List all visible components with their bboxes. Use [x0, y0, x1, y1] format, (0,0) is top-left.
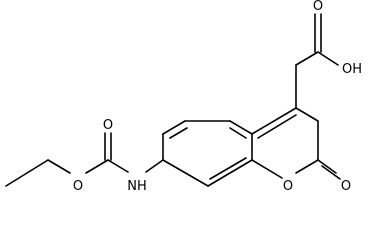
- amine-label: NH: [127, 179, 147, 194]
- bond-c4-c3: [251, 107, 297, 135]
- bond-o1-c8a: [251, 159, 283, 179]
- bond-c8a-c4b: [207, 159, 253, 187]
- atom-labels: OH O O O O O NH: [73, 0, 362, 194]
- bond-c8-c7-double: [229, 127, 247, 139]
- bond-c6-c5-double: [169, 127, 188, 139]
- bond-ch2-cooh: [295, 51, 319, 66]
- bond-c4-c3-double: [257, 114, 297, 139]
- bond-nh-c: [107, 159, 129, 173]
- lactone-carbonyl-oxygen-label: O: [341, 179, 351, 194]
- carbamate-carbonyl-oxygen-label: O: [103, 118, 113, 133]
- bond-c3-c2: [295, 107, 319, 122]
- hydroxyl-label: OH: [342, 62, 362, 77]
- bond-c6-c5: [162, 120, 186, 135]
- bond-lactone-co: [317, 159, 337, 174]
- ring-oxygen-label: O: [283, 179, 293, 194]
- bond-c8-c7: [229, 120, 253, 135]
- bond-ch2-ch3: [5, 159, 49, 187]
- bond-c4a-c8a: [162, 159, 209, 187]
- bond-cooh-oh: [317, 51, 339, 66]
- bond-lines: [5, 13, 341, 187]
- bond-oester-ch2: [47, 159, 71, 174]
- acid-carbonyl-oxygen-label: O: [313, 0, 323, 14]
- chemical-structure: OH O O O O O NH: [5, 0, 362, 194]
- bond-c8a-c4b-double: [209, 157, 247, 180]
- ester-oxygen-label: O: [73, 179, 83, 194]
- bond-c7-nh: [145, 159, 164, 173]
- bond-c1-o1: [295, 159, 319, 174]
- bond-c-oester: [85, 159, 109, 174]
- bond-lactone-co-double: [321, 165, 341, 180]
